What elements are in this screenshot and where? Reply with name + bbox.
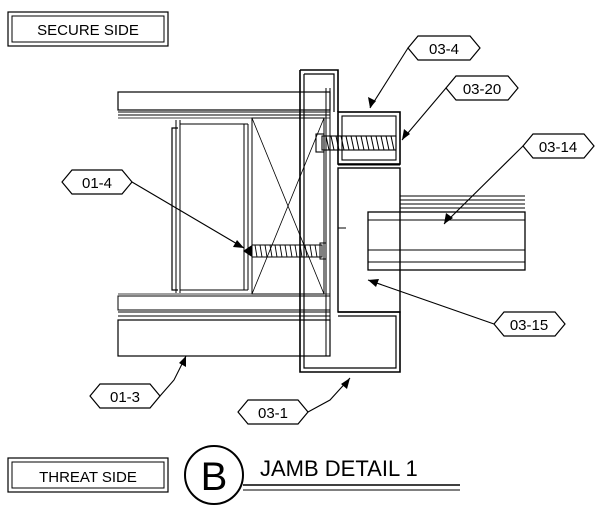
secure-side-text: SECURE SIDE [37, 22, 139, 39]
metal-stud [171, 120, 249, 293]
door-frame [299, 69, 401, 373]
callout-01-3: 01-3 [89, 355, 187, 409]
door-panel [367, 195, 526, 271]
detail-bubble [184, 445, 244, 505]
frame-bolt [315, 133, 397, 153]
threat-side-text: THREAT SIDE [39, 469, 137, 486]
steel-plate [117, 295, 331, 311]
callout-03-15-text: 03-15 [510, 317, 548, 334]
callout-01-4-text: 01-4 [82, 175, 112, 192]
callout-03-1-text: 03-1 [258, 405, 288, 422]
detail-letter: B [201, 455, 228, 499]
threat-side-label: THREAT SIDE [7, 457, 169, 493]
detail-title-block: B JAMB DETAIL 1 [184, 445, 460, 505]
callout-01-4: 01-4 [61, 169, 245, 249]
callout-03-14-text: 03-14 [539, 139, 577, 156]
callout-03-20-text: 03-20 [463, 81, 501, 98]
detail-title: JAMB DETAIL 1 [260, 456, 418, 481]
secure-side-label: SECURE SIDE [7, 11, 169, 47]
callout-03-20: 03-20 [401, 75, 519, 141]
callout-03-1: 03-1 [237, 377, 351, 425]
top-board [117, 91, 331, 111]
callout-01-3-text: 01-3 [110, 389, 140, 406]
hatched-filler [337, 167, 401, 313]
wood-blocking [251, 117, 325, 295]
callout-03-14: 03-14 [443, 133, 595, 225]
bottom-board [117, 319, 331, 357]
callout-03-4: 03-4 [368, 35, 481, 109]
wall-assembly [117, 91, 331, 357]
callout-03-15: 03-15 [367, 279, 566, 337]
callout-03-4-text: 03-4 [429, 41, 459, 58]
wall-screw [243, 242, 327, 260]
